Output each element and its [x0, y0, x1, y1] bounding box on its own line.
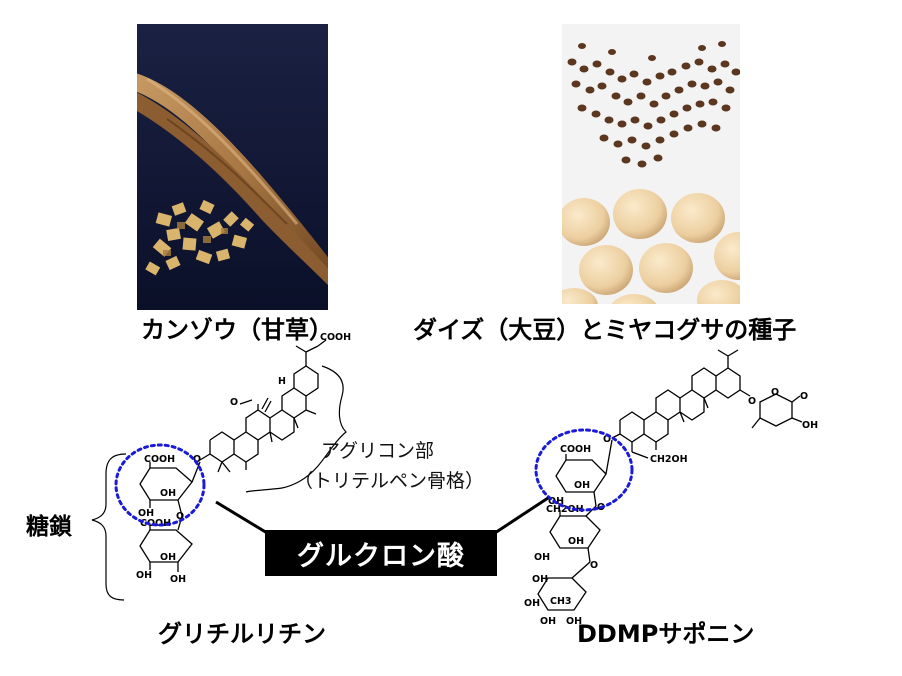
gly-oh1: OH [160, 488, 176, 499]
sugar-chain-brace [91, 453, 127, 601]
aglycone-brace [245, 365, 347, 493]
licorice-root-photo-icon [137, 24, 328, 310]
glucuronic-acid-label: グルクロン酸 [297, 540, 465, 572]
glycyrrhizin-name: グリチルリチン [158, 620, 326, 648]
sugar-chain-label: 糖鎖 [26, 514, 72, 540]
gly-oh2: OH [138, 508, 154, 519]
ddmp-oh4: OH [534, 552, 550, 563]
ddmp-oh1: OH [574, 480, 590, 491]
licorice-caption: カンゾウ（甘草） [141, 316, 333, 344]
ddmp-sugars: COOH OH OH O CH2OH OH OH O OH CH3 OH OH … [524, 439, 613, 627]
gly-oh4: OH [136, 570, 152, 581]
glucuronic-acid-tag: グルクロン酸 [265, 530, 497, 576]
licorice-photo [137, 24, 328, 310]
soybean-seed-photo-icon [562, 24, 740, 304]
ddmp-oh7: OH [540, 616, 556, 627]
ddmp-o2: O [748, 396, 756, 407]
gly-oh3: OH [160, 552, 176, 563]
ddmp-ch3: CH3 [550, 596, 572, 607]
ddmp-o4: O [590, 560, 598, 571]
gly-cooh1: COOH [144, 454, 175, 465]
ddmp-oh5: OH [532, 574, 548, 585]
ddmp-ch2oh2: CH2OH [546, 504, 584, 515]
gly-link-o: O [193, 454, 201, 465]
aglycone-label-line2: （トリテルペン骨格） [294, 470, 485, 492]
ddmp-keto-o: O [800, 391, 808, 402]
gly-h: H [278, 376, 286, 387]
aglycone-label-line1: アグリコン部 [321, 440, 435, 462]
ddmp-oh6: OH [524, 598, 540, 609]
ddmp-ring-o: O [771, 387, 779, 398]
ddmp-oh: OH [802, 420, 818, 431]
glycyrrhizin-sugars: COOH OH OH O COOH OH OH OH [136, 454, 201, 585]
ddmp-glucuronic-circle [534, 428, 634, 512]
gly-cooh-top: COOH [320, 332, 351, 343]
ddmp-link-o: O [603, 434, 611, 445]
gly-o3: O [176, 511, 184, 522]
soy-photo [562, 24, 740, 304]
gly-glucuronic-circle [114, 443, 206, 527]
ddmp-oh8: OH [566, 616, 582, 627]
ddmp-ch2oh1: CH2OH [650, 454, 688, 465]
ddmp-oh3: OH [568, 536, 584, 547]
ddmp-saponin-name: DDMPサポニン [577, 620, 755, 648]
soy-caption: ダイズ（大豆）とミヤコグサの種子 [413, 316, 797, 344]
ddmp-cooh: COOH [560, 444, 591, 455]
ddmp-aglycone: O CH2OH O O O OH [603, 349, 818, 465]
glycyrrhizin-aglycone: COOH O H O [193, 332, 351, 473]
gly-oh5: OH [170, 574, 186, 585]
gly-keto-o: O [230, 397, 238, 408]
